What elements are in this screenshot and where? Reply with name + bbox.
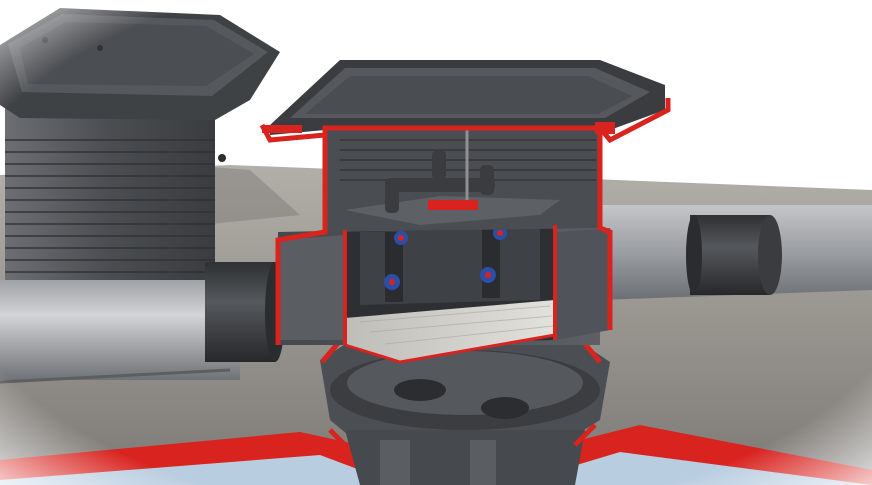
chamber-cutaway-illustration: [0, 0, 872, 485]
edge-vignette: [0, 0, 872, 485]
